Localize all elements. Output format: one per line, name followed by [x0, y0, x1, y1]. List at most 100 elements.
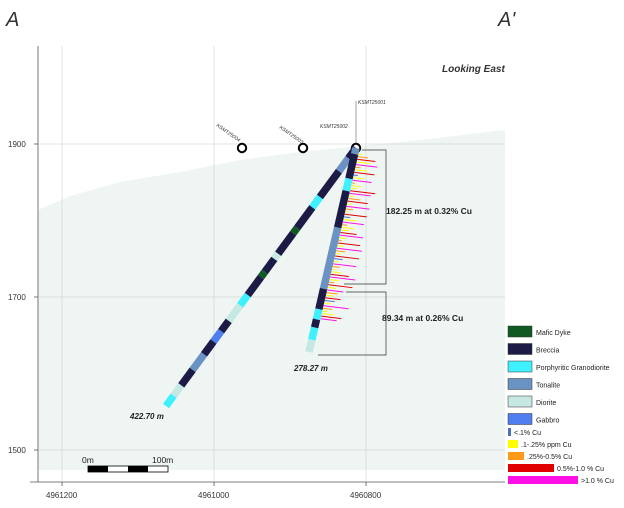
legend-swatch — [507, 395, 533, 408]
legend-label: .25%-0.5% Cu — [527, 454, 572, 461]
topography-surface — [38, 130, 505, 470]
assay-bar — [330, 276, 356, 281]
assay-bar — [324, 302, 331, 305]
assay-bar — [356, 161, 370, 165]
drillhole-segment — [210, 328, 225, 344]
drillhole-segment — [162, 393, 177, 409]
end-of-hole-depth: 422.70 m — [129, 412, 164, 421]
drillhole-segment — [290, 225, 301, 236]
assay-bar — [349, 192, 371, 197]
assay-bar — [341, 226, 354, 230]
elevation-tick-label: 1900 — [8, 140, 26, 149]
elevation-tick-label: 1700 — [8, 293, 26, 302]
assay-bar — [357, 158, 376, 163]
drillhole-name: KSMT25002 — [320, 124, 348, 130]
assay-bar — [341, 229, 350, 232]
legend-swatch — [507, 378, 533, 390]
assay-bar — [351, 184, 362, 188]
assay-bar — [344, 213, 367, 218]
view-direction-label: Looking East — [442, 64, 505, 75]
drillhole-segment — [308, 326, 319, 341]
legend-label: Diorite — [536, 400, 556, 407]
scale-start-label: 0m — [82, 455, 94, 465]
assay-bar — [335, 255, 360, 260]
legend-swatch — [507, 413, 533, 425]
drillhole-segment — [189, 352, 208, 373]
assay-bar — [322, 310, 328, 313]
assay-bars — [320, 153, 378, 322]
assay-bar — [332, 266, 340, 268]
collar-marker — [236, 142, 248, 154]
drillhole-segment — [335, 156, 352, 174]
northing-ticks: 4961200 4961000 4960800 — [46, 482, 382, 500]
assay-bar — [326, 292, 338, 295]
legend-label: .1-.25% ppm Cu — [521, 442, 572, 449]
assay-bar — [354, 169, 368, 172]
assay-bar — [340, 232, 357, 235]
drillhole-segment — [218, 318, 232, 334]
assay-bar — [335, 252, 341, 255]
assay-bar — [345, 208, 354, 211]
legend-swatch — [507, 343, 533, 355]
assay-bar — [344, 216, 351, 219]
elevation-tick-label: 1500 — [8, 446, 26, 455]
assay-bar — [348, 198, 361, 201]
assay-bar — [328, 284, 353, 289]
drillhole-segment — [178, 367, 196, 388]
assay-bar — [350, 187, 357, 190]
assay-bar — [339, 237, 347, 240]
drillhole-segment — [305, 338, 316, 353]
drillhole-traces — [162, 145, 360, 409]
assay-bar — [321, 313, 334, 316]
assay-bar — [329, 281, 335, 284]
drillhole-segment — [342, 177, 353, 192]
drillhole-segment — [271, 251, 282, 262]
legend-swatch — [508, 428, 511, 436]
assay-bar — [337, 245, 344, 247]
drillhole-segment — [170, 383, 185, 398]
legend-label: 0.5%-1.0 % Cu — [557, 466, 604, 473]
assay-bar — [352, 179, 372, 184]
assay-bar — [350, 190, 376, 195]
drillhole-segment — [319, 226, 342, 290]
legend-label: Breccia — [536, 348, 559, 355]
drillhole-segment — [310, 318, 321, 329]
assay-bar — [342, 224, 348, 226]
drillhole-segment — [294, 205, 316, 231]
assay-bar — [336, 247, 362, 252]
drillhole-name: KSMT25003 — [278, 125, 304, 146]
northing-tick-label: 4961200 — [46, 491, 78, 500]
assay-bar — [323, 305, 349, 310]
assay-bar — [336, 250, 346, 253]
drillhole-segment — [225, 303, 244, 324]
northing-tick-label: 4960800 — [350, 491, 382, 500]
assay-bar — [334, 258, 343, 261]
assay-bar — [357, 156, 369, 159]
drillhole-segment — [237, 292, 251, 308]
assay-bar — [324, 299, 335, 303]
northing-tick-label: 4961000 — [198, 491, 230, 500]
assay-bar — [327, 289, 344, 293]
legend-swatch — [508, 476, 578, 484]
assay-bar — [356, 164, 378, 168]
legend-label: >1.0 % Cu — [581, 478, 614, 485]
drillhole-segment — [261, 256, 278, 275]
assay-bar — [347, 200, 368, 205]
assay-bar — [343, 218, 357, 222]
drillhole-segment — [334, 189, 350, 229]
drillhole-segment — [257, 269, 268, 280]
grid-lines — [38, 46, 505, 482]
assay-bar — [320, 318, 337, 322]
assay-bar — [321, 315, 342, 320]
legend-label: Porphyritic Granodiorite — [536, 365, 610, 372]
assay-bar — [325, 297, 341, 301]
assay-bar — [348, 195, 355, 198]
section-start-label: A — [5, 9, 19, 31]
drillhole-segment — [345, 153, 359, 180]
drillhole-name: KSMT25004 — [215, 123, 241, 144]
legend-swatch — [508, 440, 518, 448]
legend-label: <.1% Cu — [514, 430, 541, 437]
drillhole-segment — [312, 308, 323, 321]
assay-bar — [331, 271, 342, 274]
